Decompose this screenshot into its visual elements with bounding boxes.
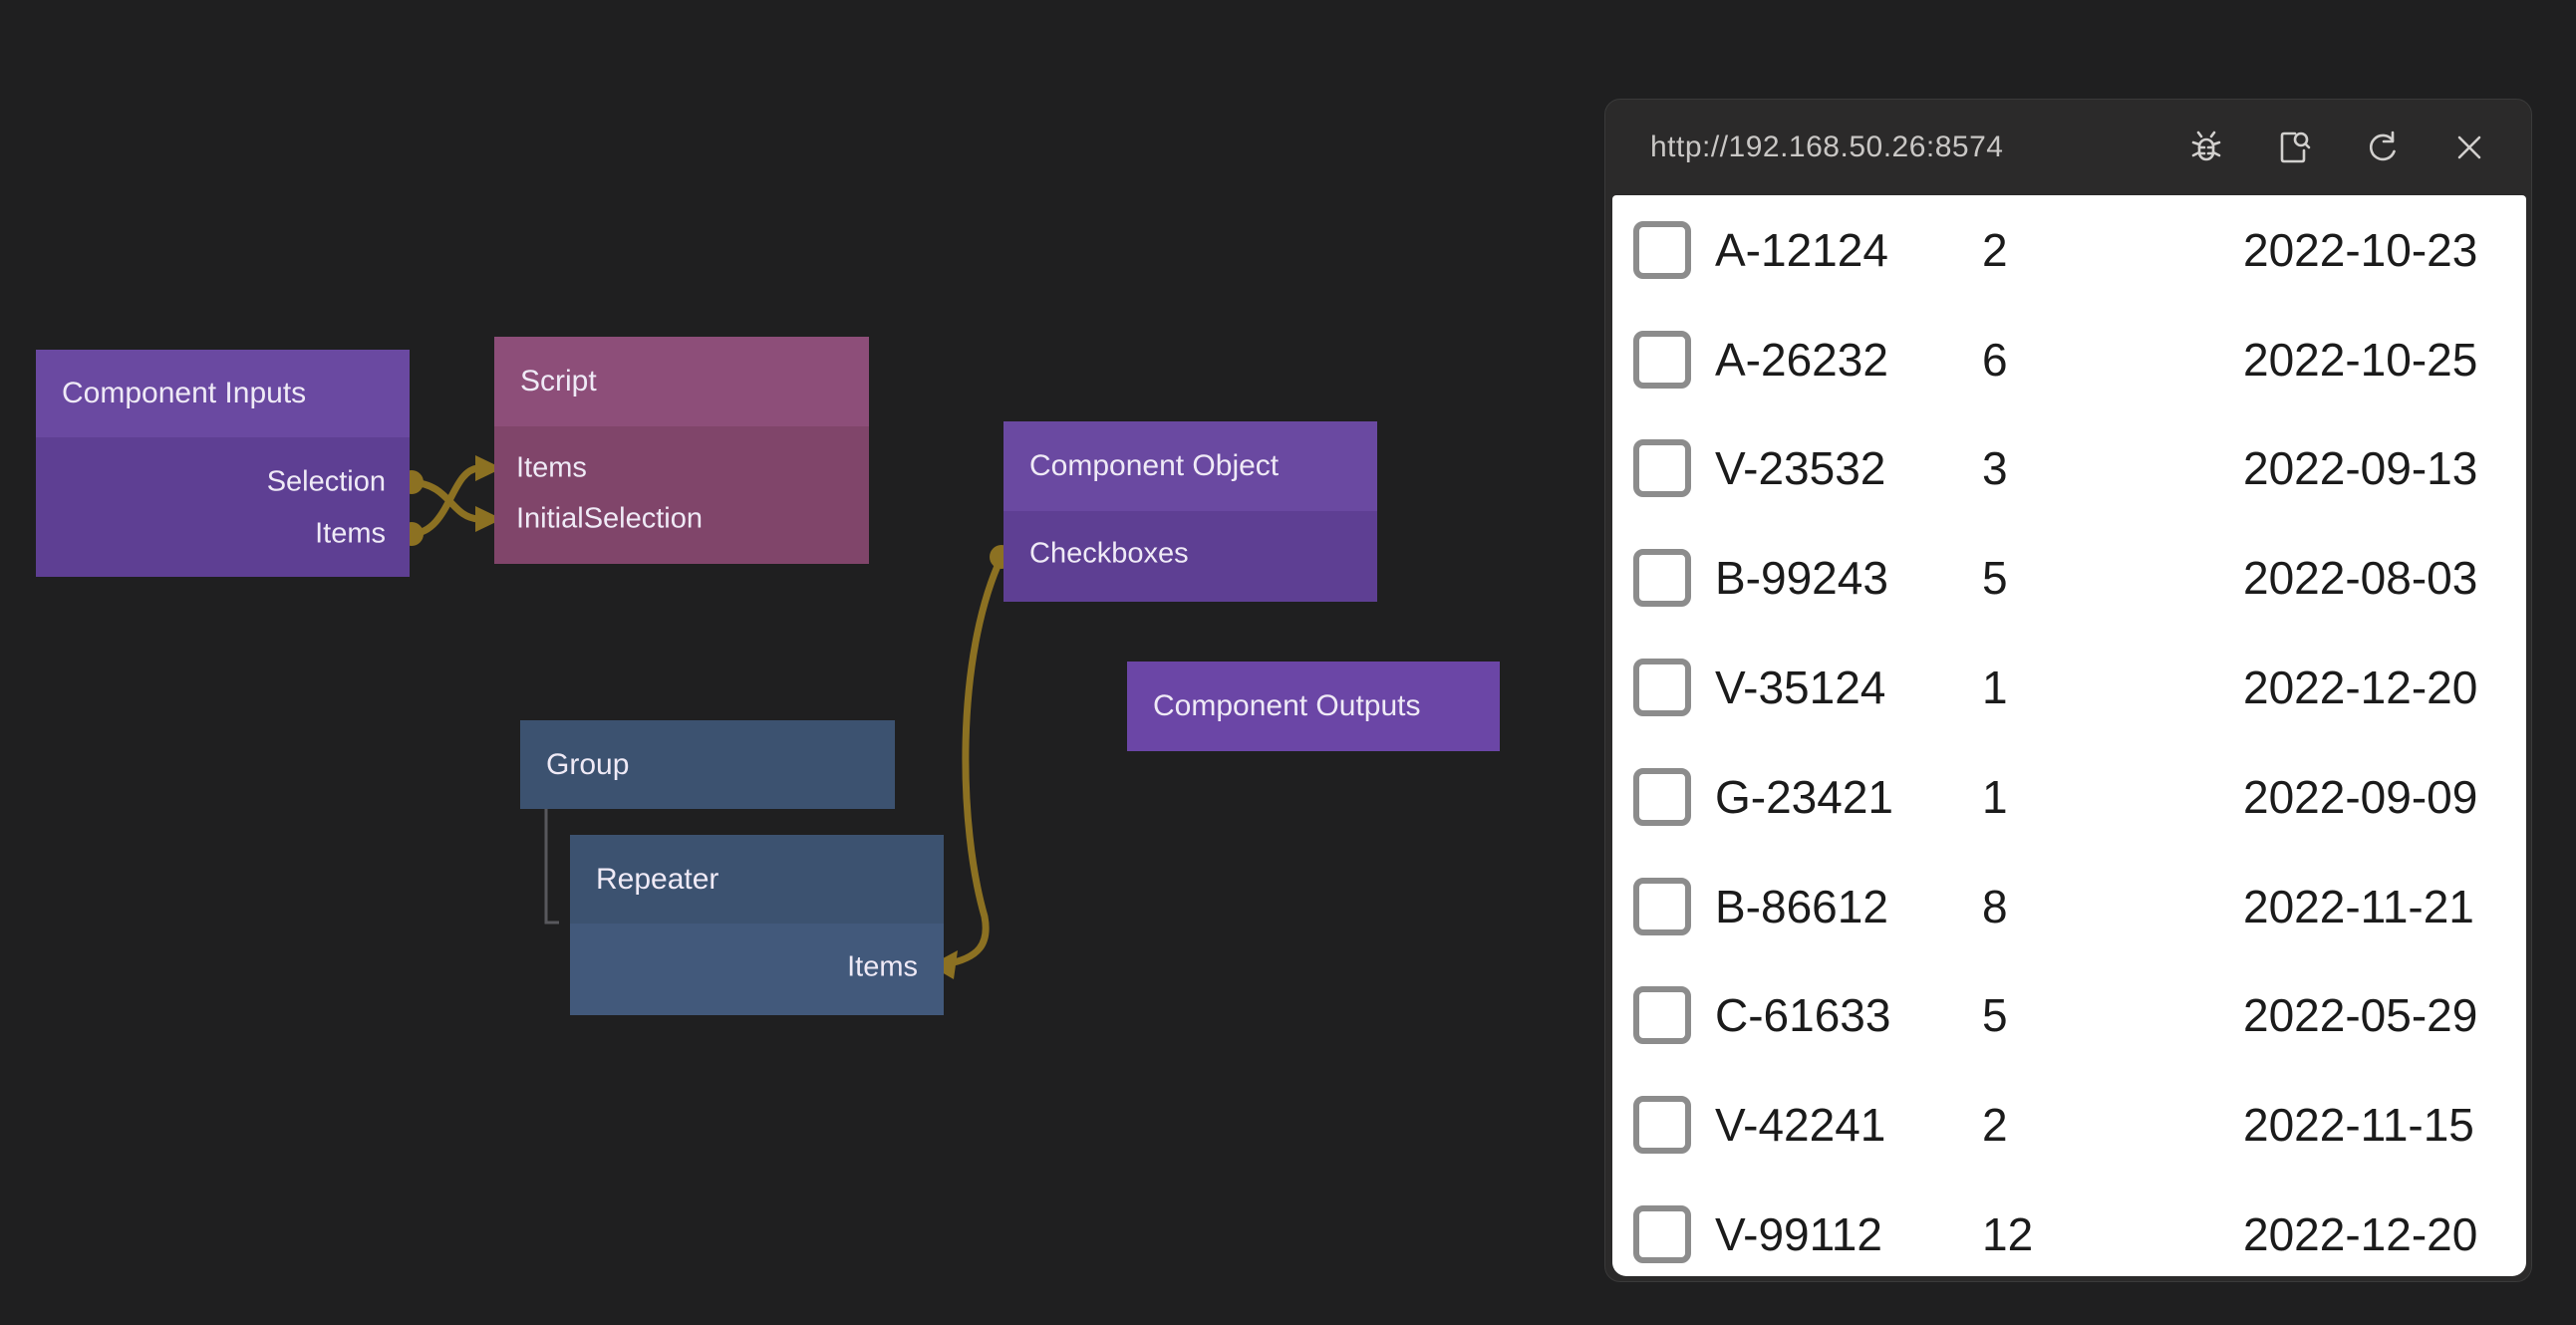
wire-checkboxes-to-items — [941, 553, 1005, 968]
node-body: Items InitialSelection — [494, 426, 869, 564]
row-date: 2022-09-13 — [2243, 442, 2478, 495]
row-date: 2022-09-09 — [2243, 770, 2478, 823]
row-date: 2022-05-29 — [2243, 989, 2478, 1042]
row-id: A-12124 — [1715, 223, 1888, 276]
node-title: Script — [520, 365, 597, 398]
row-checkbox[interactable] — [1633, 1096, 1691, 1155]
node-title: Component Outputs — [1153, 689, 1421, 722]
port-selection[interactable]: Selection — [266, 465, 386, 498]
row-count: 2 — [1982, 223, 2008, 276]
table-row[interactable]: V-42241 2 2022-11-15 — [1612, 1070, 2526, 1180]
row-date: 2022-11-15 — [2243, 1099, 2474, 1152]
row-id: B-99243 — [1715, 552, 1888, 605]
table-row[interactable]: A-26232 6 2022-10-25 — [1612, 305, 2526, 414]
table-row[interactable]: G-23421 1 2022-09-09 — [1612, 742, 2526, 852]
checklist-table: A-12124 2 2022-10-23 A-26232 6 2022-10-2… — [1612, 195, 2526, 1276]
browser-panel: http://192.168.50.26:8574 — [1604, 99, 2532, 1282]
row-count: 5 — [1982, 552, 2008, 605]
node-script[interactable]: Script Items InitialSelection — [494, 337, 869, 564]
node-title: Component Object — [1029, 449, 1280, 482]
row-id: V-99112 — [1715, 1208, 1882, 1261]
row-checkbox[interactable] — [1633, 659, 1691, 717]
row-checkbox[interactable] — [1633, 986, 1691, 1045]
row-checkbox[interactable] — [1633, 439, 1691, 498]
table-row[interactable]: V-23532 3 2022-09-13 — [1612, 414, 2526, 524]
row-id: B-86612 — [1715, 880, 1888, 932]
node-component-inputs[interactable]: Component Inputs Selection Items — [36, 350, 410, 577]
row-checkbox[interactable] — [1633, 1205, 1691, 1264]
wire-selection-to-initialselection — [408, 478, 482, 523]
bug-icon[interactable] — [2186, 128, 2226, 167]
row-count: 5 — [1982, 989, 2008, 1042]
row-id: C-61633 — [1715, 989, 1891, 1042]
node-body: Items — [570, 924, 944, 1015]
port-items-in[interactable]: Items — [516, 451, 587, 484]
node-title: Repeater — [596, 862, 719, 896]
url-bar[interactable]: http://192.168.50.26:8574 — [1650, 131, 2004, 163]
node-group[interactable]: Group — [520, 720, 895, 809]
row-checkbox[interactable] — [1633, 220, 1691, 279]
row-date: 2022-12-20 — [2243, 1208, 2478, 1261]
row-date: 2022-10-23 — [2243, 223, 2478, 276]
browser-header: http://192.168.50.26:8574 — [1605, 100, 2531, 195]
node-component-object[interactable]: Component Object Checkboxes — [1003, 421, 1377, 602]
table-row[interactable]: C-61633 5 2022-05-29 — [1612, 961, 2526, 1071]
row-id: V-42241 — [1715, 1099, 1886, 1152]
row-checkbox[interactable] — [1633, 549, 1691, 608]
row-id: G-23421 — [1715, 770, 1894, 823]
table-row[interactable]: V-35124 1 2022-12-20 — [1612, 633, 2526, 742]
node-body: Checkboxes — [1003, 511, 1377, 602]
row-checkbox[interactable] — [1633, 767, 1691, 826]
row-count: 12 — [1982, 1208, 2034, 1261]
port-repeater-items[interactable]: Items — [847, 950, 918, 983]
node-body: Selection Items — [36, 437, 410, 577]
row-count: 8 — [1982, 880, 2008, 932]
row-date: 2022-12-20 — [2243, 662, 2478, 714]
row-count: 1 — [1982, 770, 2008, 823]
port-items-out[interactable]: Items — [315, 517, 386, 550]
row-id: V-35124 — [1715, 662, 1886, 714]
row-date: 2022-11-21 — [2243, 880, 2474, 932]
row-count: 2 — [1982, 1099, 2008, 1152]
port-checkboxes[interactable]: Checkboxes — [1029, 537, 1189, 570]
refresh-icon[interactable] — [2362, 128, 2402, 167]
wire-items-to-items — [408, 464, 482, 538]
row-id: V-23532 — [1715, 442, 1886, 495]
node-title: Group — [546, 747, 630, 781]
table-row[interactable]: B-86612 8 2022-11-21 — [1612, 852, 2526, 961]
table-row[interactable]: V-99112 12 2022-12-20 — [1612, 1180, 2526, 1276]
table-row[interactable]: B-99243 5 2022-08-03 — [1612, 523, 2526, 633]
row-count: 1 — [1982, 662, 2008, 714]
close-icon[interactable] — [2449, 128, 2489, 167]
table-row[interactable]: A-12124 2 2022-10-23 — [1612, 195, 2526, 305]
node-title: Component Inputs — [62, 377, 307, 409]
port-initialselection[interactable]: InitialSelection — [516, 502, 703, 535]
row-date: 2022-08-03 — [2243, 552, 2478, 605]
page-search-icon[interactable] — [2274, 128, 2314, 167]
browser-toolbar — [2186, 128, 2489, 167]
row-date: 2022-10-25 — [2243, 333, 2478, 386]
row-count: 6 — [1982, 333, 2008, 386]
node-repeater[interactable]: Repeater Items — [570, 835, 944, 1015]
row-id: A-26232 — [1715, 333, 1888, 386]
row-checkbox[interactable] — [1633, 330, 1691, 389]
node-component-outputs[interactable]: Component Outputs — [1127, 662, 1500, 751]
row-checkbox[interactable] — [1633, 877, 1691, 935]
group-repeater-bracket — [544, 809, 559, 925]
row-count: 3 — [1982, 442, 2008, 495]
